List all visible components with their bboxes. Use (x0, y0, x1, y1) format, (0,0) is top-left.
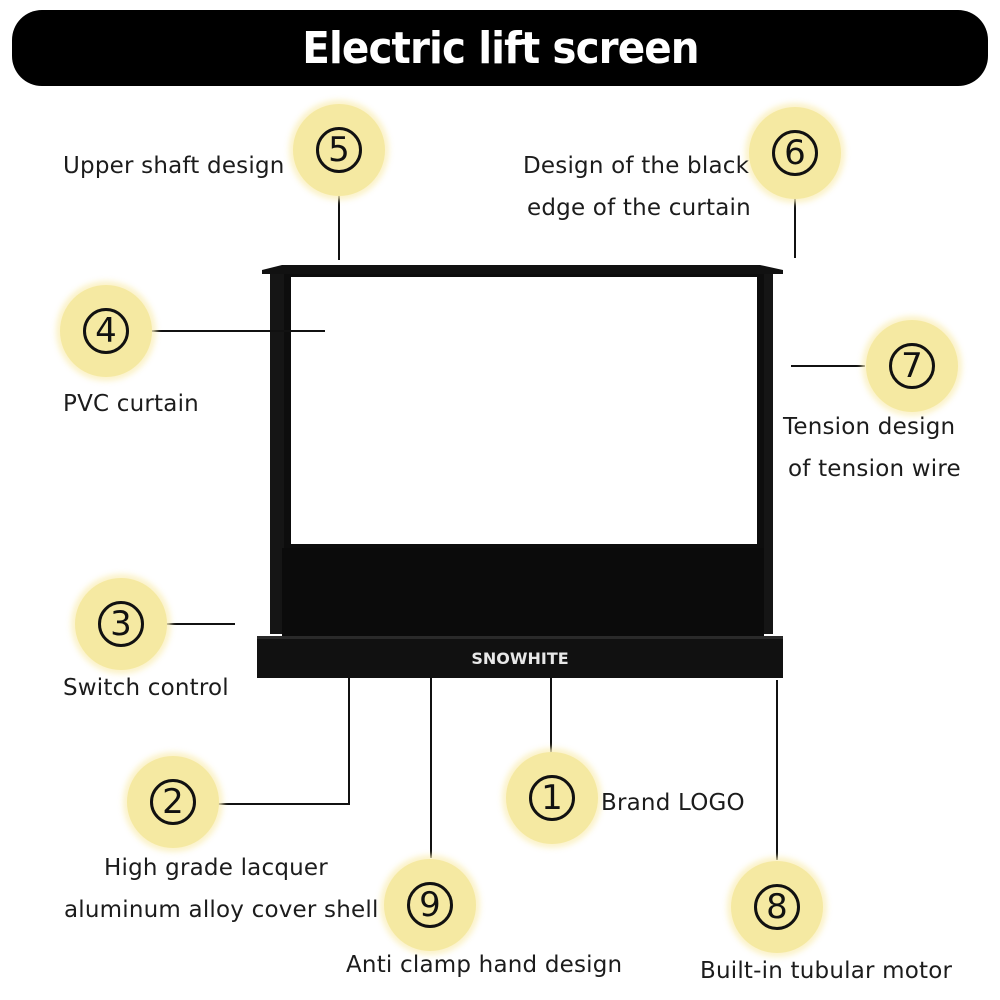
label-black-edge-design: Design of the black edge of the curtain (523, 153, 751, 221)
label-anti-clamp: Anti clamp hand design (346, 952, 623, 978)
badge-5: 5 (293, 104, 385, 196)
leader-line-6 (794, 198, 796, 258)
badge-number-1: 1 (529, 775, 575, 821)
label-tubular-motor: Built-in tubular motor (700, 958, 953, 984)
badge-number-3: 3 (98, 601, 144, 647)
badge-1: 1 (506, 752, 598, 844)
badge-9: 9 (384, 859, 476, 951)
base-housing-top-edge (257, 636, 783, 639)
badge-2: 2 (127, 756, 219, 848)
title-banner: Electric lift screen (12, 10, 988, 86)
badge-6: 6 (749, 107, 841, 199)
badge-3: 3 (75, 578, 167, 670)
badge-number-5: 5 (316, 127, 362, 173)
leader-line-2-horizontal (218, 803, 350, 805)
badge-number-6: 6 (772, 130, 818, 176)
leader-line-7 (791, 365, 865, 367)
badge-number-8: 8 (754, 884, 800, 930)
label-tension-design: Tension design of tension wire (783, 414, 961, 482)
pvc-curtain-surface (291, 277, 757, 544)
leader-line-5 (338, 195, 340, 260)
brand-logo-text: SNOWHITE (471, 649, 568, 668)
leader-line-8 (776, 680, 778, 860)
label-upper-shaft-design: Upper shaft design (63, 153, 285, 179)
badge-7: 7 (866, 320, 958, 412)
label-cover-shell: High grade lacquer aluminum alloy cover … (64, 855, 379, 923)
badge-8: 8 (731, 861, 823, 953)
label-pvc-curtain: PVC curtain (63, 391, 199, 417)
label-switch-control: Switch control (63, 675, 229, 701)
badge-4: 4 (60, 285, 152, 377)
upper-shaft-bar (262, 265, 783, 274)
leader-line-4 (150, 330, 325, 332)
label-brand-logo: Brand LOGO (601, 790, 745, 816)
leader-line-2-vertical (348, 678, 350, 805)
badge-number-9: 9 (407, 882, 453, 928)
badge-number-2: 2 (150, 779, 196, 825)
leader-line-1 (550, 678, 552, 753)
badge-number-4: 4 (83, 308, 129, 354)
leader-line-9 (430, 678, 432, 858)
leader-line-3 (165, 623, 235, 625)
base-housing (257, 636, 783, 678)
curtain-black-bottom (282, 548, 764, 638)
badge-number-7: 7 (889, 343, 935, 389)
page-title: Electric lift screen (301, 22, 699, 74)
